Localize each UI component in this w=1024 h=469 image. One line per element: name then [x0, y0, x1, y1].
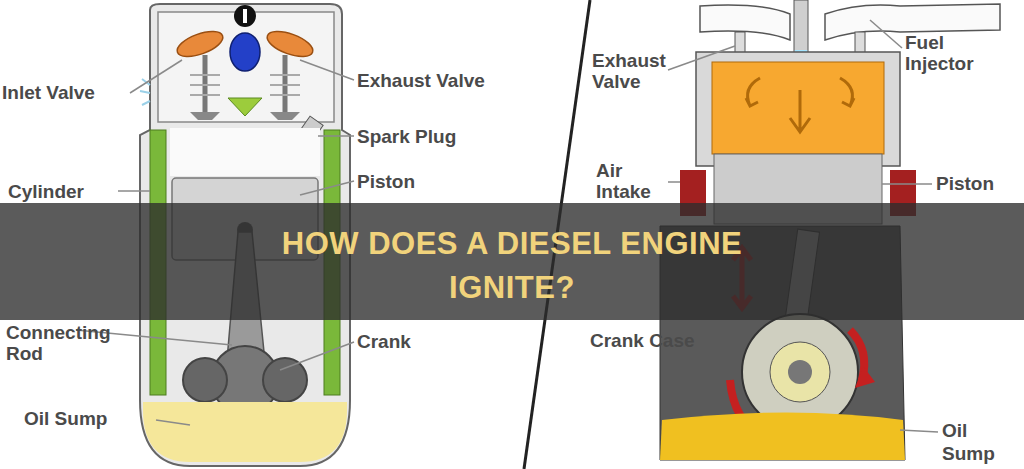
part-label: Oil Sump	[24, 408, 107, 429]
part-label: Crank	[357, 331, 411, 352]
part-label: Exhaust Valve	[357, 70, 485, 91]
part-label: Inlet Valve	[2, 82, 95, 103]
part-label: Air Intake	[596, 160, 668, 202]
part-label: Cylinder	[8, 181, 84, 202]
part-label: Crank Case	[590, 330, 695, 351]
title: HOW DOES A DIESEL ENGINE IGNITE?	[262, 222, 762, 310]
part-label: Exhaust Valve	[592, 50, 668, 92]
part-label: Piston	[357, 171, 415, 192]
part-label: Spark Plug	[357, 126, 456, 147]
part-label: Piston	[936, 173, 994, 194]
part-label: Oil	[942, 420, 967, 441]
part-label: Sump	[942, 443, 995, 464]
part-label: Fuel Injector	[905, 32, 1005, 74]
part-label: Connecting Rod	[6, 322, 78, 364]
